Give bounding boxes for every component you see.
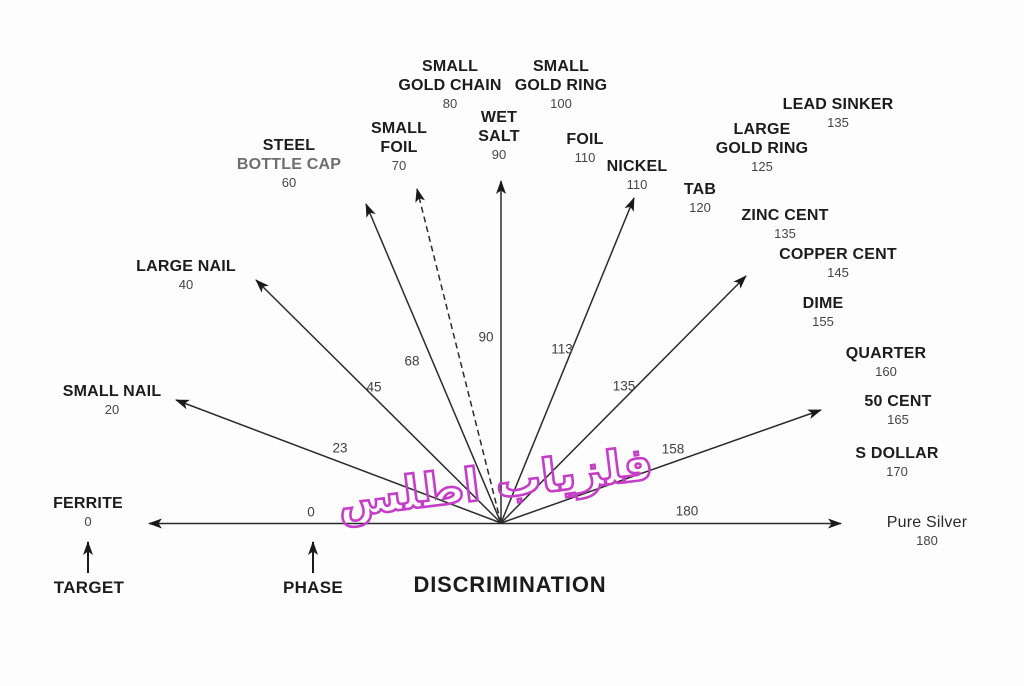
target-label-copper-cent: COPPER CENT 145 — [779, 245, 897, 280]
target-label-large-gold-ring: LARGE GOLD RING 125 — [716, 120, 808, 174]
target-value: 80 — [442, 96, 458, 111]
target-value: 40 — [178, 277, 194, 292]
diagram-title: DISCRIMINATION — [413, 572, 607, 597]
target-label-large-nail: LARGE NAIL 40 — [136, 257, 236, 292]
ray-158 — [500, 409, 822, 524]
ray-value-90: 90 — [478, 329, 494, 345]
target-name: ZINC CENT — [741, 207, 829, 224]
ray-68 — [365, 203, 502, 524]
target-value: 145 — [827, 265, 849, 280]
target-name: SMALL — [532, 58, 590, 75]
target-value: 170 — [886, 464, 908, 479]
target-label-nickel: NICKEL 110 — [607, 157, 668, 192]
ray-value-23: 23 — [332, 440, 348, 456]
target-value: 20 — [104, 402, 120, 417]
target-name: GOLD CHAIN — [398, 77, 502, 94]
phase-axis-label: PHASE — [282, 578, 344, 597]
target-label-zinc-cent: ZINC CENT 135 — [741, 206, 828, 241]
target-name: FOIL — [380, 139, 418, 156]
ray-value-135: 135 — [612, 378, 636, 394]
target-value: 160 — [875, 364, 897, 379]
target-label-lead-sinker: LEAD SINKER 135 — [783, 95, 894, 130]
target-name: GOLD RING — [514, 77, 608, 94]
target-value: 180 — [916, 533, 938, 548]
target-label-foil: FOIL 110 — [566, 130, 603, 165]
target-name: QUARTER — [845, 345, 927, 362]
target-label-small-nail: SMALL NAIL 20 — [63, 382, 162, 417]
ray-45 — [255, 279, 502, 524]
target-name: BOTTLE CAP — [236, 156, 342, 173]
target-name: SALT — [478, 128, 520, 145]
target-name: LARGE NAIL — [136, 258, 236, 275]
target-name: FOIL — [566, 131, 604, 148]
target-value: 90 — [491, 147, 507, 162]
target-name: 50 CENT — [864, 393, 932, 410]
target-label-dime: DIME 155 — [803, 294, 844, 329]
target-value: 0 — [84, 514, 92, 529]
target-value: 165 — [887, 412, 909, 427]
target-label-small-foil: SMALL FOIL 70 — [371, 119, 427, 173]
target-value: 125 — [751, 159, 773, 174]
target-name: LARGE — [733, 121, 791, 138]
ray-135 — [500, 275, 747, 524]
target-value: 110 — [574, 150, 596, 165]
target-label-s-dollar: S DOLLAR 170 — [855, 444, 938, 479]
target-value: 60 — [281, 175, 297, 190]
target-name: S DOLLAR — [855, 445, 939, 462]
target-name: NICKEL — [606, 158, 668, 175]
target-name: COPPER CENT — [779, 246, 897, 263]
target-value: 135 — [774, 226, 796, 241]
target-label-small-gold-chain: SMALL GOLD CHAIN 80 — [398, 57, 501, 111]
target-axis-label: TARGET — [53, 578, 125, 597]
target-label-quarter: QUARTER 160 — [846, 344, 927, 379]
target-value: 120 — [689, 200, 711, 215]
target-value: 70 — [391, 158, 407, 173]
target-name: SMALL NAIL — [62, 383, 162, 400]
target-name: Pure Silver — [886, 514, 968, 531]
target-value: 110 — [626, 177, 648, 192]
ray-value-68: 68 — [404, 353, 420, 369]
target-name: SMALL — [370, 120, 428, 137]
target-label-small-gold-ring: SMALL GOLD RING 100 — [515, 57, 607, 111]
ray-value-180: 180 — [675, 503, 699, 519]
target-name: GOLD RING — [715, 140, 809, 157]
ray-113 — [500, 197, 635, 524]
target-label-steel-bottle-cap: STEEL BOTTLE CAP 60 — [237, 136, 341, 190]
target-name: LEAD SINKER — [782, 96, 894, 113]
watermark-text: فلزیاب اطلس — [334, 436, 655, 528]
target-value: 135 — [827, 115, 849, 130]
target-label-ferrite: FERRITE 0 — [53, 494, 123, 529]
target-name: DIME — [802, 295, 844, 312]
target-label-pure-silver: Pure Silver 180 — [887, 513, 967, 548]
ray-80-dashed — [415, 188, 502, 524]
ray-value-158: 158 — [661, 441, 685, 457]
target-label-wet-salt: WET SALT 90 — [478, 108, 519, 162]
ray-value-113: 113 — [551, 341, 573, 357]
target-name: FERRITE — [53, 495, 123, 512]
target-name: WET — [480, 109, 518, 126]
target-label-tab: TAB 120 — [684, 180, 716, 215]
ray-value-0: 0 — [307, 504, 315, 520]
target-name: TAB — [683, 181, 717, 198]
ray-23 — [175, 399, 502, 524]
target-label-50-cent: 50 CENT 165 — [864, 392, 931, 427]
ray-value-45: 45 — [366, 379, 382, 395]
target-name: SMALL — [421, 58, 479, 75]
target-value: 155 — [812, 314, 834, 329]
target-name: STEEL — [262, 137, 316, 154]
target-value: 100 — [550, 96, 572, 111]
